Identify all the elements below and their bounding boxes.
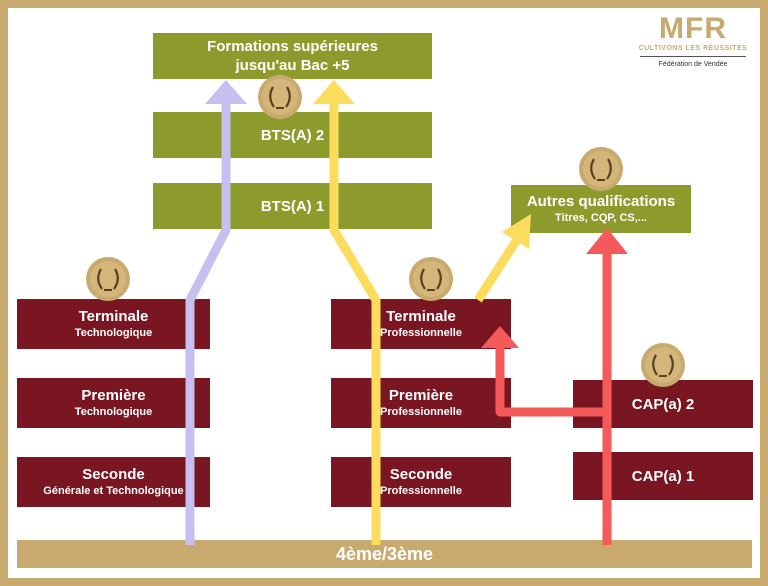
arrow-lavender-head xyxy=(205,80,247,104)
box-line2: Professionnelle xyxy=(380,406,462,418)
box-line1: Terminale xyxy=(386,308,456,325)
box-line2: Professionnelle xyxy=(380,327,462,339)
box-label: CAP(a) 1 xyxy=(631,467,695,485)
box-line2: Professionnelle xyxy=(380,485,462,497)
box-line2: jusqu'au Bac +5 xyxy=(235,57,350,74)
logo-brand: MFR xyxy=(659,12,727,45)
box-line2: Générale et Technologique xyxy=(43,485,184,497)
box-terminale-professionnelle: Terminale Professionnelle xyxy=(331,299,511,349)
arrow-red-head xyxy=(586,228,628,254)
box-line1: Formations supérieures xyxy=(207,38,378,55)
box-label: BTS(A) 1 xyxy=(260,197,325,215)
box-label: 4ème/3ème xyxy=(335,543,434,564)
laurel-medal-icon xyxy=(409,257,453,301)
arrow-yellow-head xyxy=(313,80,355,104)
box-line1: Première xyxy=(81,387,146,404)
arrow-lavender-path xyxy=(185,96,231,545)
box-formations-superieures: Formations supérieures jusqu'au Bac +5 xyxy=(153,33,432,79)
laurel-medal-icon xyxy=(86,257,130,301)
box-bts1: BTS(A) 1 xyxy=(153,183,432,229)
box-premiere-professionnelle: Première Professionnelle xyxy=(331,378,511,428)
mfr-logo: MFR CULTIVONS LES RÉUSSITES Fédération d… xyxy=(636,14,750,70)
arrow-red-branch-path xyxy=(495,346,607,417)
arrow-yellow-branch-head xyxy=(502,214,531,249)
laurel-medal-icon xyxy=(258,75,302,119)
box-line2: Titres, CQP, CS,... xyxy=(555,212,647,224)
box-seconde-generale: Seconde Générale et Technologique xyxy=(17,457,210,507)
logo-federation: Fédération de Vendée xyxy=(640,56,746,71)
logo-tagline: CULTIVONS LES RÉUSSITES xyxy=(638,45,748,52)
box-seconde-professionnelle: Seconde Professionnelle xyxy=(331,457,511,507)
box-terminale-technologique: Terminale Technologique xyxy=(17,299,210,349)
box-base-4eme-3eme: 4ème/3ème xyxy=(17,540,752,568)
box-label: BTS(A) 2 xyxy=(260,126,325,144)
box-line2: Technologique xyxy=(74,327,153,339)
arrow-red-branch-head xyxy=(481,326,519,348)
box-label: CAP(a) 2 xyxy=(631,395,695,413)
box-premiere-technologique: Première Technologique xyxy=(17,378,210,428)
arrow-yellow-branch-path xyxy=(474,235,522,303)
box-line1: Première xyxy=(388,387,454,404)
laurel-medal-icon xyxy=(641,343,685,387)
box-bts2: BTS(A) 2 xyxy=(153,112,432,158)
box-line1: Seconde xyxy=(389,466,453,483)
box-line1: Terminale xyxy=(78,308,149,325)
arrow-yellow-path xyxy=(329,96,381,545)
box-autres-qualifications: Autres qualifications Titres, CQP, CS,..… xyxy=(511,185,691,233)
box-line2: Technologique xyxy=(74,406,153,418)
laurel-medal-icon xyxy=(579,147,623,191)
box-line1: Seconde xyxy=(82,466,145,483)
box-line1: Autres qualifications xyxy=(526,193,676,210)
